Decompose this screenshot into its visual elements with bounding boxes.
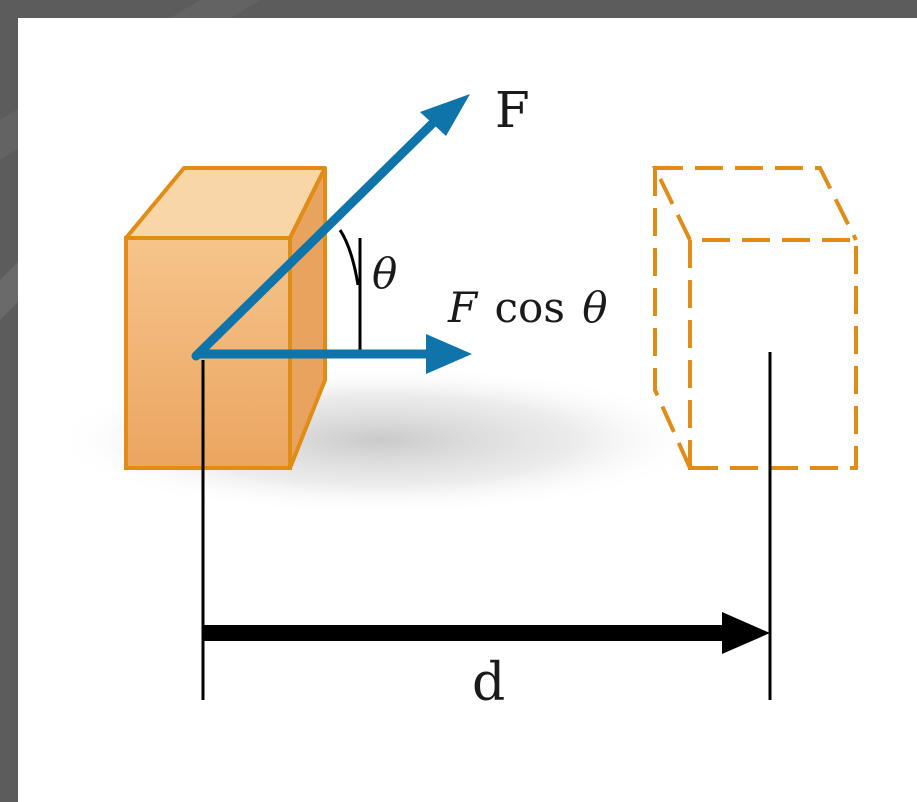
component-label-cos: cos	[495, 283, 565, 332]
solid-box	[124, 166, 327, 470]
ghost-box-side-face	[653, 168, 692, 469]
angle-label: θ	[372, 249, 397, 298]
component-label: F cos θ	[447, 283, 608, 332]
displacement-label: d	[472, 653, 505, 713]
force-component-arrow	[196, 334, 472, 374]
component-label-f: F	[447, 283, 479, 332]
ghost-box	[651, 166, 858, 470]
force-arrow	[191, 94, 470, 361]
component-label-theta: θ	[582, 283, 607, 332]
force-label: F	[495, 81, 530, 139]
displacement-arrow	[203, 612, 770, 654]
ghost-box-front-face	[688, 238, 858, 470]
ghost-box-top-face	[651, 166, 858, 241]
angle-arc	[338, 229, 360, 286]
